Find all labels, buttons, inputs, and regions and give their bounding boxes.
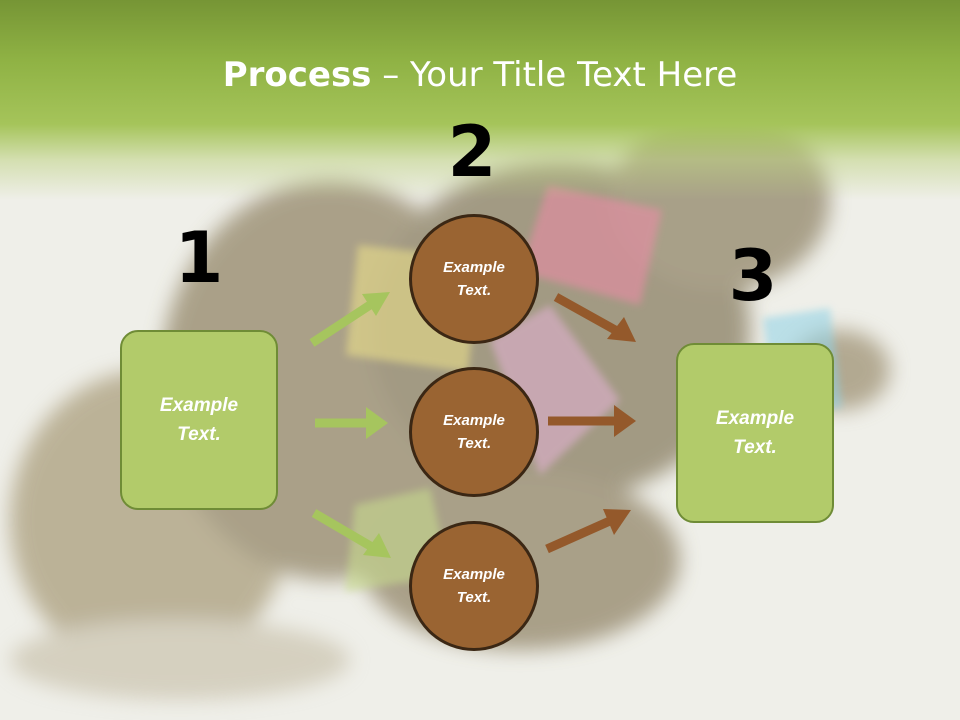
step-number-1: 1 <box>174 217 224 299</box>
left-box-text: Example Text. <box>159 395 239 445</box>
arrow-right-icon <box>315 407 388 439</box>
circle-text: Example Text. <box>443 412 505 452</box>
step-number-2: 2 <box>447 111 497 193</box>
title-rest: – Your Title Text Here <box>371 55 738 95</box>
arrow-right-icon <box>548 405 636 437</box>
circle-text: Example Text. <box>443 259 505 299</box>
circle-text: Example Text. <box>443 566 505 606</box>
title-bold: Process <box>222 55 372 95</box>
arrow-right-icon <box>309 292 390 347</box>
left-box: Example Text. <box>120 330 278 510</box>
header-band <box>0 0 960 200</box>
process-circle: Example Text. <box>409 367 539 497</box>
arrow-right-icon <box>311 509 391 558</box>
process-circle: Example Text. <box>409 214 539 344</box>
slide-title: Process – Your Title Text Here <box>0 52 960 98</box>
process-circle: Example Text. <box>409 521 539 651</box>
arrow-right-icon <box>553 293 636 342</box>
arrow-right-icon <box>545 509 631 554</box>
right-box: Example Text. <box>676 343 834 523</box>
step-number-3: 3 <box>728 235 778 317</box>
right-box-text: Example Text. <box>715 408 795 458</box>
